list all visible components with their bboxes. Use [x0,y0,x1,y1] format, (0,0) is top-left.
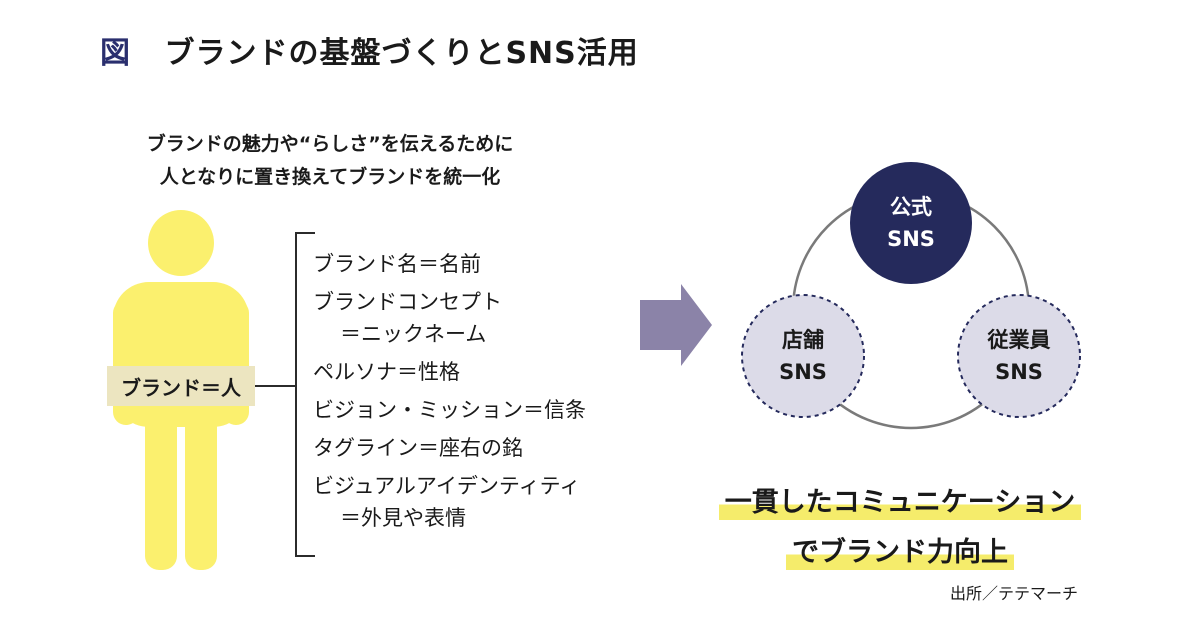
attribute-text: ブランド名＝名前 [313,252,481,276]
node-employee-sns-label: 従業員 SNS [954,324,1084,388]
attribute-item: ビジュアルアイデンティティ ＝外見や表情 [313,470,643,534]
description: ブランドの魅力や“らしさ”を伝えるために 人となりに置き換えてブランドを統一化 [115,128,545,194]
description-line-1: ブランドの魅力や“らしさ”を伝えるために [146,133,514,155]
conclusion-line-1: 一貫したコミュニケーション [718,486,1082,520]
node-label-line: SNS [779,360,827,384]
person-right-arm [223,300,249,425]
node-label-line: 公式 [890,195,932,219]
node-official-sns-label: 公式 SNS [846,191,976,255]
node-store-sns [741,294,865,418]
attribute-item: タグライン＝座右の銘 [313,432,643,464]
attribute-item: ブランド名＝名前 [313,248,643,280]
person-left-leg [145,395,177,570]
attribute-bracket [255,232,315,557]
conclusion: 一貫したコミュニケーション でブランド力向上 [700,478,1100,578]
figure-label: 図 [100,36,131,71]
attribute-text: ペルソナ＝性格 [313,360,460,384]
figure-title: 図 ブランドの基盤づくりとSNS活用 [100,28,639,72]
attribute-text: ビジュアルアイデンティティ [313,474,581,498]
attribute-text-continued: ＝外見や表情 [340,506,466,530]
node-label-line: SNS [995,360,1043,384]
conclusion-line-2: でブランド力向上 [786,536,1014,570]
source-credit: 出所／テテマーチ [950,584,1079,603]
person-left-arm [113,300,139,425]
right-arrow-shape [640,284,712,366]
attribute-text: ブランドコンセプト [313,290,502,314]
description-line-2: 人となりに置き換えてブランドを統一化 [159,166,501,188]
attribute-item: ビジョン・ミッション＝信条 [313,394,643,426]
person-right-leg [185,395,217,570]
node-label-line: SNS [887,227,935,251]
attribute-text: タグライン＝座右の銘 [313,436,523,460]
attribute-text: ビジョン・ミッション＝信条 [313,398,586,422]
node-employee-sns [957,294,1081,418]
brand-person-label: ブランド＝人 [107,366,255,406]
figure-title-text: ブランドの基盤づくりとSNS活用 [164,36,639,71]
node-store-sns-label: 店舗 SNS [738,324,868,388]
node-official-sns [850,162,972,284]
attribute-item: ペルソナ＝性格 [313,356,643,388]
person-head [148,210,214,276]
node-label-line: 従業員 [987,328,1051,352]
attribute-list: ブランド名＝名前 ブランドコンセプト ＝ニックネーム ペルソナ＝性格 ビジョン・… [313,248,643,534]
node-label-line: 店舗 [782,328,824,352]
attribute-text-continued: ＝ニックネーム [340,322,487,346]
attribute-item: ブランドコンセプト ＝ニックネーム [313,286,643,350]
